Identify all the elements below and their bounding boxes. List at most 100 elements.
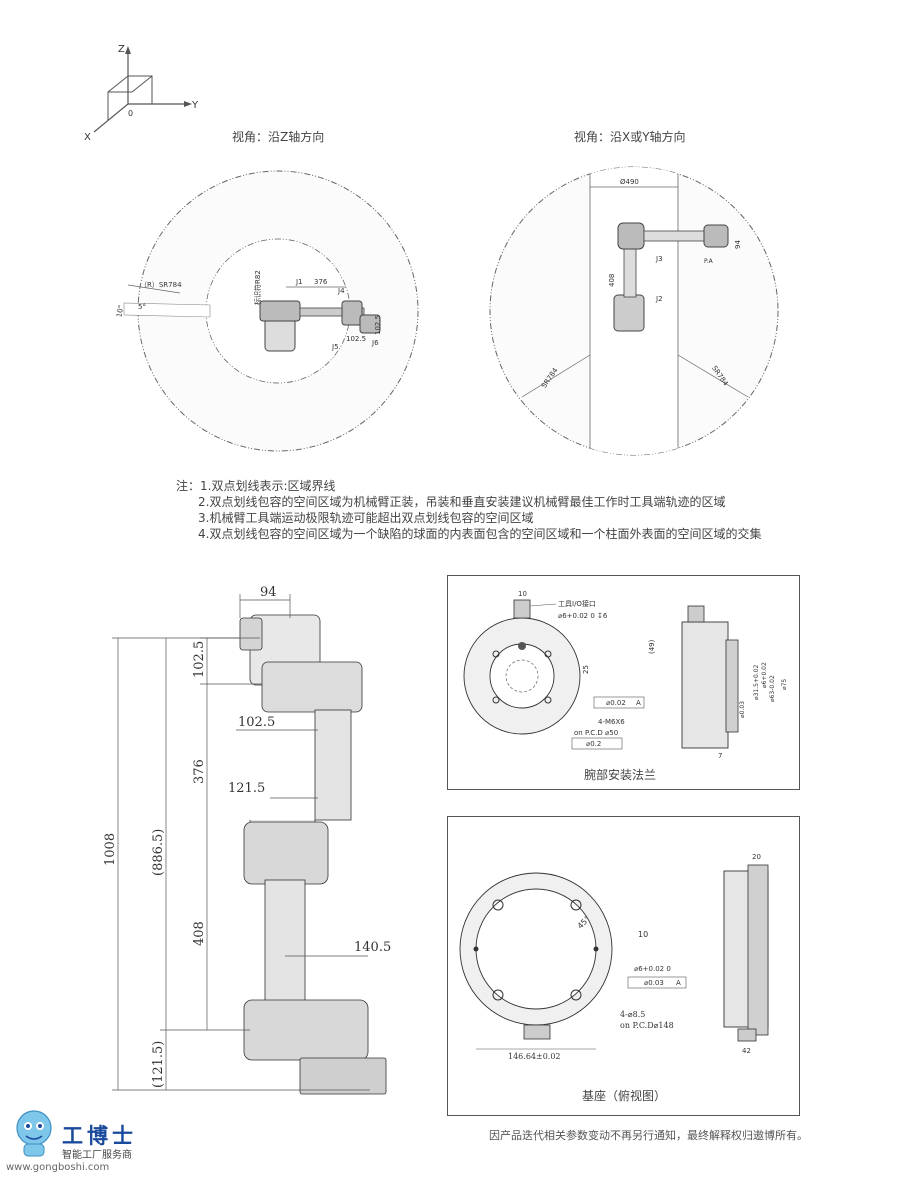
base-hole-label: ⌀6+0.02 0 — [634, 965, 671, 973]
flange-pcd — [505, 659, 539, 693]
logo-subtitle: 智能工厂服务商 — [62, 1150, 132, 1161]
dim-408-label: 408 — [608, 274, 616, 287]
j1-joint — [259, 300, 301, 322]
dim-75-label: ⌀75 — [781, 679, 788, 690]
dim-7-label: 7 — [718, 752, 722, 760]
base-side-plate — [747, 864, 769, 1036]
dim-25-label: 25 — [582, 665, 590, 674]
dim-1025-label: 102.5 — [346, 335, 366, 343]
dim-1008-label: 1008 — [103, 833, 118, 866]
dim-8865-label: (886.5) — [151, 829, 166, 876]
tol-3-label: ⌀0.03 — [739, 701, 746, 718]
pa-label: P.A — [704, 258, 714, 265]
note-3: 3.机械臂工具端运动极限轨迹可能超出双点划线包容的空间区域 — [198, 511, 534, 525]
base-width-label: 146.64±0.02 — [508, 1052, 561, 1061]
base-pin-right — [593, 946, 599, 952]
triad-edge — [107, 75, 129, 93]
base-connector — [523, 1024, 551, 1040]
dim-376-label: 376 — [192, 759, 207, 784]
sr-right-leader — [677, 354, 749, 398]
triad-box — [127, 75, 153, 105]
wrist-flange-caption: 腕部安装法兰 — [584, 768, 657, 782]
bolt-hole-4 — [544, 696, 552, 704]
triad-edge-2 — [131, 75, 153, 93]
top-view-caption: 视角：沿Z轴方向 — [232, 130, 325, 144]
dim-1025b-label: 102.5 — [374, 315, 382, 335]
dim-408-label: 408 — [192, 921, 207, 946]
dim-376-label: 376 — [314, 278, 328, 286]
flange-side-body — [681, 621, 729, 749]
pcd-label: on P.C.D ⌀50 — [574, 729, 618, 737]
dim-94-label: 94 — [734, 240, 742, 249]
dim-10-label: 10 — [518, 590, 527, 598]
dim-1405-label: 140.5 — [354, 940, 391, 955]
base-inner — [475, 888, 597, 1010]
shoulder-joint — [243, 999, 369, 1061]
z-arrow-icon — [125, 46, 131, 54]
datum-a-label: A — [636, 699, 641, 707]
io-connector — [513, 599, 531, 619]
j1-label: J1 — [295, 278, 303, 286]
mascot-logo-icon — [16, 1110, 52, 1157]
flange-side-face — [725, 639, 739, 733]
origin-label: 0 — [128, 109, 133, 118]
wrist-flange-panel: 工具I/O接口 10 ⌀6+0.02 0 ↧6 25 ⌀0.02 A 4-M6X… — [447, 575, 800, 790]
side-wrist — [703, 224, 729, 248]
base-datum-label: A — [676, 979, 681, 987]
base-dim-42-label: 42 — [742, 1047, 751, 1055]
side-view-caption: 视角：沿X或Y轴方向 — [574, 130, 686, 144]
flange-side-connector — [687, 605, 705, 623]
note-4: 4.双点划线包容的空间区域为一个缺陷的球面的内表面包含的空间区域和一个柱面外表面… — [198, 527, 762, 541]
base-dim-20-label: 20 — [752, 853, 761, 861]
wrist-flange-drawing: 工具I/O接口 10 ⌀6+0.02 0 ↧6 25 ⌀0.02 A 4-M6X… — [463, 590, 788, 760]
logo-url: www.gongboshi.com — [6, 1162, 110, 1173]
j4-label: J4 — [337, 287, 345, 295]
base-pin-left — [473, 946, 479, 952]
dim-315-label: ⌀31.5+0.02 — [753, 664, 760, 700]
sr-leader — [127, 284, 181, 294]
io-leader — [529, 603, 557, 607]
base-tol-box — [627, 976, 687, 989]
j3-joint — [617, 222, 645, 250]
sr-left-leader — [521, 354, 591, 398]
bolt-hole-2 — [544, 650, 552, 658]
axis-triad: Z Y X 0 — [84, 44, 199, 143]
j5-label: J5 — [331, 343, 339, 351]
bolt-hole-1 — [492, 650, 500, 658]
m6-label: 4-M6X6 — [598, 718, 625, 726]
tol-2-label: ⌀0.2 — [586, 740, 601, 748]
base-mount — [299, 1057, 387, 1095]
wedge-cutout — [123, 302, 211, 318]
hole-label: ⌀6+0.02 0 ↧6 — [558, 612, 608, 620]
side-base-joint — [613, 294, 645, 332]
bolt-hole-3 — [492, 696, 500, 704]
x-label: X — [84, 132, 91, 143]
arm-dimension-drawing: 94 102.5 102.5 376 121.5 1008 (886.5) 40… — [103, 585, 391, 1095]
footer-note: 因产品迭代相关参数变动不再另行通知，最终解释权归遨博所有。 — [489, 1129, 808, 1142]
side-view-diagram: Ø490 J3 J2 408 94 P.A SR784 SR784 — [489, 166, 779, 456]
base-pcd-label: on P.C.D⌀148 — [620, 1021, 674, 1030]
top-view-diagram: （R）SR784 10° 5° J1 376 J4 J5 J6 102.5 10… — [115, 170, 419, 452]
base-caption: 基座（俯视图） — [582, 1089, 667, 1103]
j4-block — [261, 661, 363, 713]
j4-joint — [341, 300, 363, 326]
dim-1215h-label: 121.5 — [228, 781, 265, 796]
z-label: Z — [118, 44, 125, 55]
angle-small-label: 5° — [138, 303, 146, 311]
base-panel: 146.64±0.02 45° 10 ⌀6+0.02 0 ⌀0.03 A 4-⌀… — [447, 816, 800, 1116]
logo-title: 工博士 — [62, 1124, 137, 1148]
sr-label: （R）SR784 — [140, 281, 182, 289]
base-hole-1 — [492, 899, 504, 911]
dim-49-label: (49) — [648, 639, 656, 654]
tool-flange — [239, 617, 263, 651]
elbow-joint — [243, 821, 329, 885]
tol-box-2 — [571, 737, 623, 750]
y-arrow-icon — [184, 101, 192, 107]
base-dim-10-label: 10 — [638, 930, 648, 939]
base-holes-label: 4-⌀8.5 — [620, 1010, 645, 1019]
dia-label: Ø490 — [620, 178, 639, 186]
base-hole-2 — [570, 899, 582, 911]
upper-link — [314, 709, 352, 821]
j6-joint — [359, 314, 381, 334]
base-tol-label: ⌀0.03 — [644, 979, 664, 987]
